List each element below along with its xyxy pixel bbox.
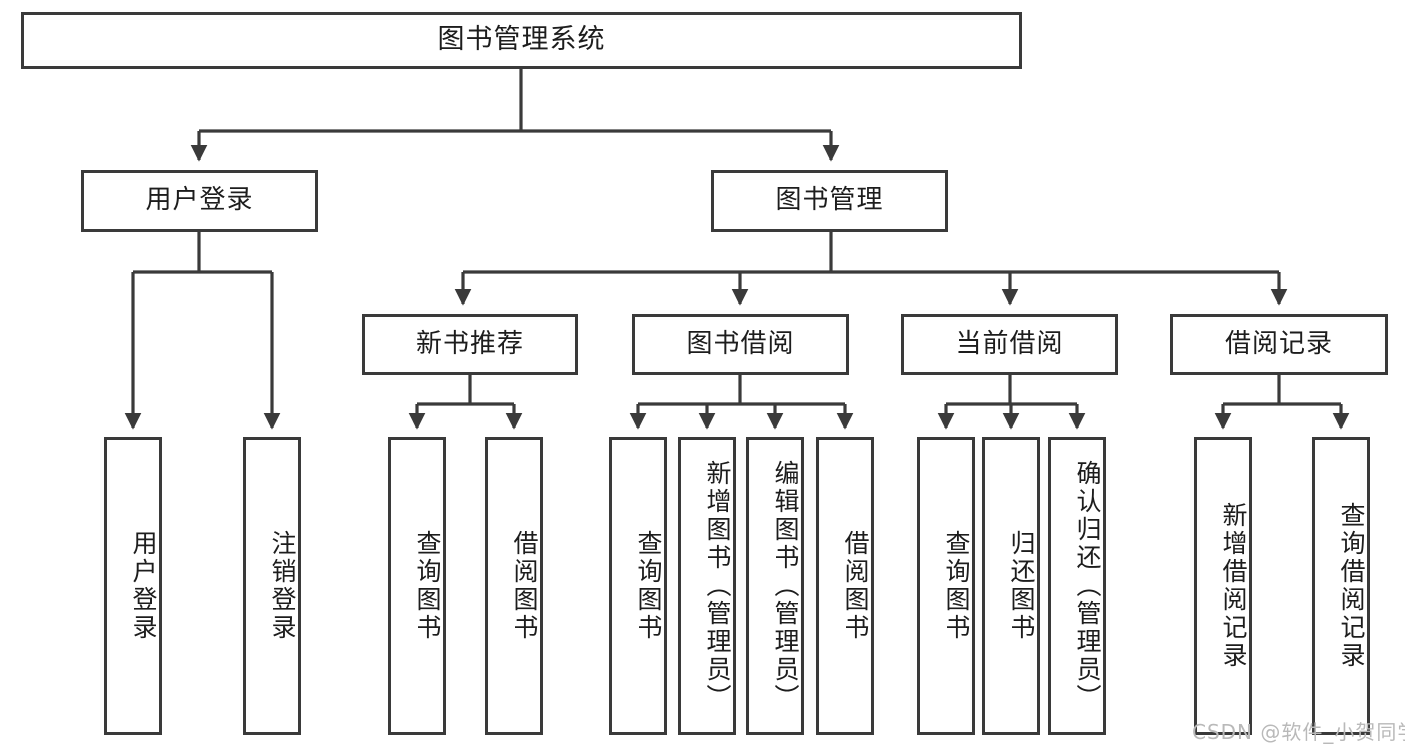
node-leaf-confirm-return-admin-label: 确认归还（管理员） xyxy=(1073,460,1102,712)
node-leaf-borrow-book-rec-label: 借阅图书 xyxy=(510,530,539,642)
node-leaf-logout-login-label: 注销登录 xyxy=(268,530,297,642)
node-leaf-query-book-rec-label: 查询图书 xyxy=(413,530,442,642)
node-user-login-label: 用户登录 xyxy=(145,185,254,216)
node-root[interactable]: 图书管理系统 xyxy=(21,12,1022,69)
node-leaf-add-book-admin[interactable]: 新增图书（管理员） xyxy=(678,437,736,735)
node-leaf-edit-book-admin[interactable]: 编辑图书（管理员） xyxy=(746,437,804,735)
node-leaf-borrow-book-rec[interactable]: 借阅图书 xyxy=(485,437,543,735)
node-leaf-logout-login[interactable]: 注销登录 xyxy=(243,437,301,735)
node-book-borrow[interactable]: 图书借阅 xyxy=(632,314,849,375)
node-leaf-borrow-book-label: 借阅图书 xyxy=(841,530,870,642)
node-book-manage-label: 图书管理 xyxy=(775,185,884,216)
node-leaf-return-book[interactable]: 归还图书 xyxy=(982,437,1040,735)
node-current-borrow[interactable]: 当前借阅 xyxy=(901,314,1118,375)
node-leaf-query-borrow-record-label: 查询借阅记录 xyxy=(1337,502,1366,670)
node-leaf-user-login-label: 用户登录 xyxy=(129,530,158,642)
node-leaf-add-borrow-record[interactable]: 新增借阅记录 xyxy=(1194,437,1252,735)
node-borrow-record-label: 借阅记录 xyxy=(1224,328,1333,359)
node-leaf-user-login[interactable]: 用户登录 xyxy=(104,437,162,735)
node-leaf-query-book-current-label: 查询图书 xyxy=(942,530,971,642)
node-book-manage[interactable]: 图书管理 xyxy=(711,170,948,232)
node-borrow-record[interactable]: 借阅记录 xyxy=(1170,314,1388,375)
node-leaf-query-book-borrow[interactable]: 查询图书 xyxy=(609,437,667,735)
node-leaf-edit-book-admin-label: 编辑图书（管理员） xyxy=(771,460,800,712)
node-leaf-add-borrow-record-label: 新增借阅记录 xyxy=(1219,502,1248,670)
node-leaf-borrow-book[interactable]: 借阅图书 xyxy=(816,437,874,735)
node-leaf-return-book-label: 归还图书 xyxy=(1007,530,1036,642)
node-leaf-add-book-admin-label: 新增图书（管理员） xyxy=(703,460,732,712)
node-leaf-query-borrow-record[interactable]: 查询借阅记录 xyxy=(1312,437,1370,735)
node-leaf-query-book-borrow-label: 查询图书 xyxy=(634,530,663,642)
node-current-borrow-label: 当前借阅 xyxy=(955,328,1064,359)
node-user-login[interactable]: 用户登录 xyxy=(81,170,318,232)
node-new-book-recommend[interactable]: 新书推荐 xyxy=(362,314,578,375)
node-book-borrow-label: 图书借阅 xyxy=(686,328,795,359)
node-new-book-recommend-label: 新书推荐 xyxy=(415,328,524,359)
node-leaf-query-book-current[interactable]: 查询图书 xyxy=(917,437,975,735)
node-leaf-confirm-return-admin[interactable]: 确认归还（管理员） xyxy=(1048,437,1106,735)
node-root-label: 图书管理系统 xyxy=(437,24,606,56)
node-leaf-query-book-rec[interactable]: 查询图书 xyxy=(388,437,446,735)
watermark: CSDN @软件_小贺同学 xyxy=(1192,720,1405,744)
